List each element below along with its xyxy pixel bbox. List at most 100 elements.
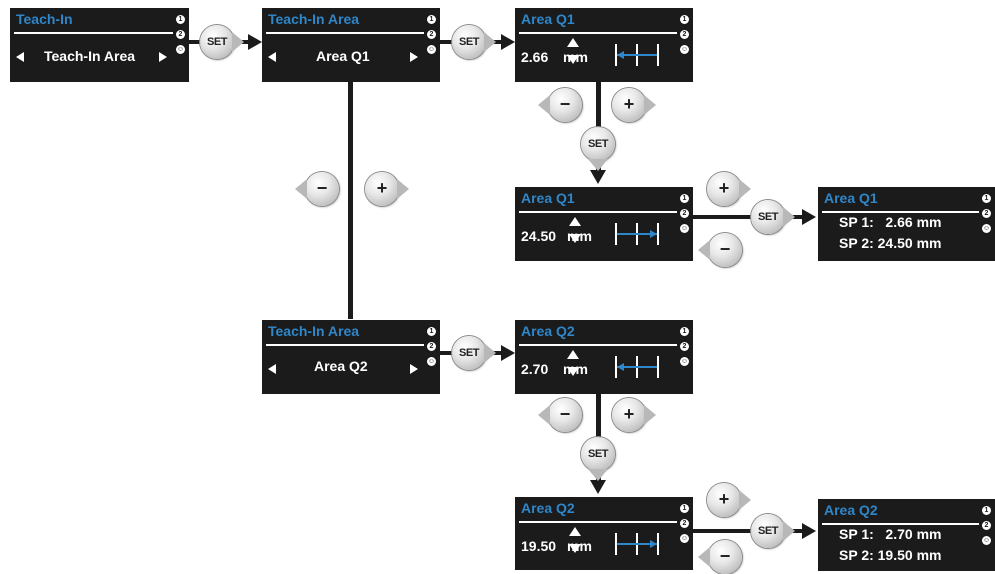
up-down-arrows-icon (567, 350, 579, 376)
indicator-3-icon: ☺ (982, 536, 991, 545)
screen-teach-in-area-q1: Teach-In Area Area Q1 1 2 ☺ (262, 8, 440, 82)
setpoint-value: 2.66 (521, 49, 549, 65)
arrowhead-right (501, 34, 515, 50)
setpoint-1-line: SP 1: 2.66 mm (839, 214, 942, 230)
minus-button[interactable]: − (698, 233, 742, 267)
set-button-label: SET (459, 347, 479, 359)
arrowhead-down (590, 480, 606, 494)
setpoint-value: 24.50 (521, 228, 557, 244)
indicator-2-icon: 2 (680, 30, 689, 39)
minus-icon: − (719, 239, 731, 259)
menu-value: Area Q2 (314, 358, 368, 374)
plus-button[interactable]: + (707, 172, 751, 206)
unit-label: mm (567, 228, 592, 244)
set-button[interactable]: SET (751, 200, 795, 234)
nav-left-icon (16, 52, 24, 62)
screen-area-q2-sp2: Area Q2 19.50 mm 1 2 ☺ (515, 497, 693, 570)
setpoint-value: 19.50 (521, 538, 557, 554)
indicator-1-icon: 1 (982, 194, 991, 203)
plus-button[interactable]: + (707, 483, 751, 517)
connector-line (693, 215, 803, 219)
indicator-2-icon: 2 (427, 30, 436, 39)
menu-value: Area Q1 (316, 48, 370, 64)
plus-button[interactable]: + (612, 88, 656, 122)
gauge-right-marker-icon (613, 221, 661, 247)
set-button-label: SET (758, 525, 778, 537)
arrowhead-right (248, 34, 262, 50)
indicator-2-icon: 2 (680, 342, 689, 351)
set-button-label: SET (758, 211, 778, 223)
indicator-3-icon: ☺ (176, 45, 185, 54)
set-button[interactable]: SET (452, 25, 496, 59)
arrowhead-down (590, 170, 606, 184)
set-button[interactable]: SET (581, 437, 615, 481)
nav-left-icon (268, 52, 276, 62)
connector-line (693, 529, 803, 533)
set-button-label: SET (588, 138, 608, 150)
minus-icon: − (719, 546, 731, 566)
set-button[interactable]: SET (452, 336, 496, 370)
title-rule (519, 32, 677, 34)
plus-button[interactable]: + (612, 398, 656, 432)
arrowhead-right (501, 345, 515, 361)
screen-title: Teach-In Area (268, 11, 360, 27)
indicator-3-icon: ☺ (680, 45, 689, 54)
title-rule (519, 344, 677, 346)
gauge-left-marker-icon (613, 354, 661, 380)
arrowhead-right (802, 209, 816, 225)
unit-label: mm (563, 361, 588, 377)
setpoint-value: 2.70 (521, 361, 549, 377)
nav-right-icon (410, 364, 418, 374)
indicator-1-icon: 1 (427, 327, 436, 336)
title-rule (822, 211, 979, 213)
screen-title: Teach-In (16, 11, 73, 27)
minus-icon: − (316, 178, 328, 198)
set-button[interactable]: SET (200, 25, 244, 59)
minus-button[interactable]: − (295, 172, 339, 206)
indicator-2-icon: 2 (680, 209, 689, 218)
minus-button[interactable]: − (538, 398, 582, 432)
screen-title: Area Q2 (521, 500, 575, 516)
unit-label: mm (567, 538, 592, 554)
unit-label: mm (563, 49, 588, 65)
nav-right-icon (410, 52, 418, 62)
up-down-arrows-icon (567, 38, 579, 64)
plus-icon: + (623, 404, 635, 424)
screen-title: Area Q2 (521, 323, 575, 339)
screen-title: Teach-In Area (268, 323, 360, 339)
up-down-arrows-icon (569, 527, 581, 553)
set-button[interactable]: SET (751, 514, 795, 548)
minus-icon: − (559, 404, 571, 424)
arrowhead-right (802, 523, 816, 539)
setpoint-1-line: SP 1: 2.70 mm (839, 526, 942, 542)
title-rule (519, 211, 677, 213)
setpoint-2-line: SP 2: 19.50 mm (839, 547, 942, 563)
setpoint-2-line: SP 2: 24.50 mm (839, 235, 942, 251)
screen-area-q1-result: Area Q1 SP 1: 2.66 mm SP 2: 24.50 mm 1 2… (818, 187, 995, 261)
plus-icon: + (718, 489, 730, 509)
minus-button[interactable]: − (698, 540, 742, 574)
menu-value: Teach-In Area (44, 48, 136, 64)
indicator-1-icon: 1 (680, 504, 689, 513)
indicator-1-icon: 1 (680, 194, 689, 203)
indicator-2-icon: 2 (982, 209, 991, 218)
screen-area-q2-result: Area Q2 SP 1: 2.70 mm SP 2: 19.50 mm 1 2… (818, 499, 995, 571)
nav-right-icon (159, 52, 167, 62)
plus-button[interactable]: + (365, 172, 409, 206)
screen-title: Area Q1 (824, 190, 878, 206)
indicator-3-icon: ☺ (680, 357, 689, 366)
indicator-1-icon: 1 (176, 15, 185, 24)
minus-button[interactable]: − (538, 88, 582, 122)
indicator-1-icon: 1 (680, 327, 689, 336)
title-rule (822, 523, 979, 525)
plus-icon: + (718, 178, 730, 198)
set-button-label: SET (588, 448, 608, 460)
minus-icon: − (559, 94, 571, 114)
title-rule (14, 32, 173, 34)
title-rule (519, 521, 677, 523)
indicator-1-icon: 1 (680, 15, 689, 24)
screen-area-q1-sp2: Area Q1 24.50 mm 1 2 ☺ (515, 187, 693, 261)
title-rule (266, 32, 424, 34)
set-button[interactable]: SET (581, 127, 615, 171)
